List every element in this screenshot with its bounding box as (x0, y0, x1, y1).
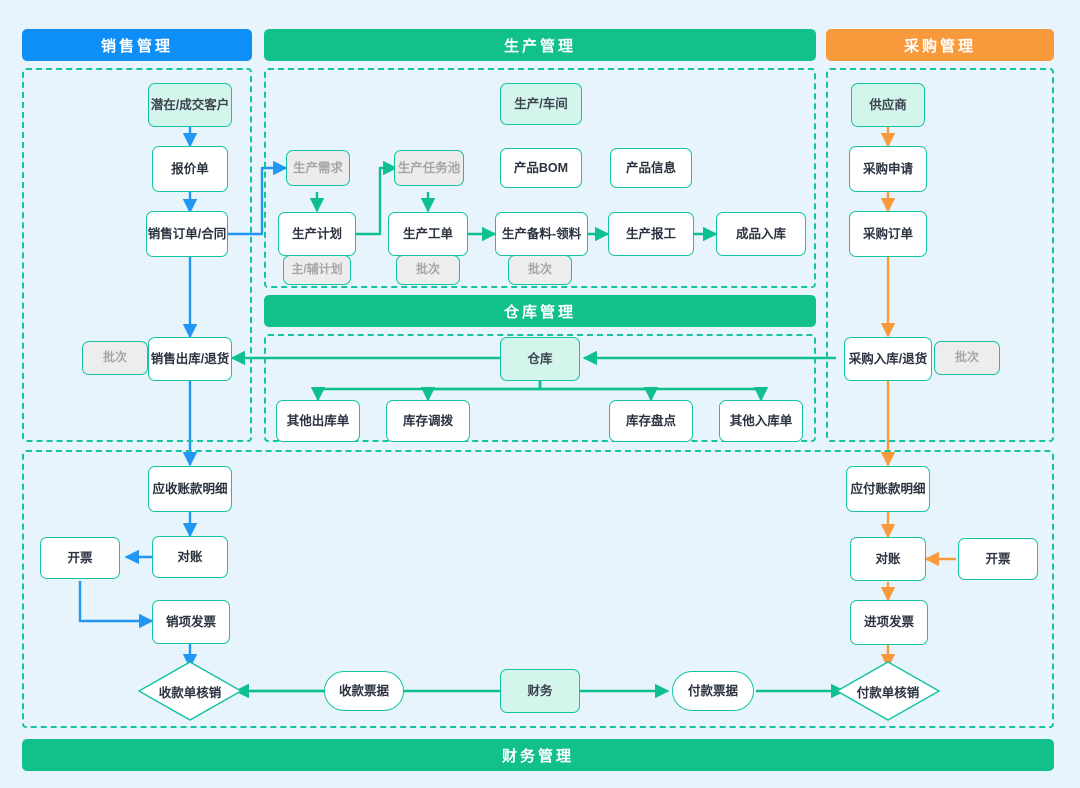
node-purchase-inbound[interactable]: 采购入库/退货 (844, 337, 932, 381)
node-production-workshop[interactable]: 生产/车间 (500, 83, 582, 125)
zone-purchasing (826, 68, 1054, 442)
node-finance-center[interactable]: 财务 (500, 669, 580, 713)
node-production-picking[interactable]: 生产备料-领料 (495, 212, 588, 256)
node-production-reporting[interactable]: 生产报工 (608, 212, 694, 256)
node-payment-writeoff-label: 付款单核销 (856, 685, 920, 700)
node-purchase-requisition[interactable]: 采购申请 (849, 146, 927, 192)
tag-picking-batch: 批次 (508, 255, 572, 285)
node-input-invoice[interactable]: 进项发票 (850, 600, 928, 645)
node-production-work-order[interactable]: 生产工单 (388, 212, 468, 256)
node-receivable-invoicing[interactable]: 开票 (40, 537, 120, 579)
zone-finance (22, 450, 1054, 728)
zone-warehouse (264, 334, 816, 442)
node-warehouse-hub[interactable]: 仓库 (500, 337, 580, 381)
node-receivable-reconcile[interactable]: 对账 (152, 536, 228, 578)
band-sales: 销售管理 (22, 29, 252, 61)
node-payable-detail[interactable]: 应付账款明细 (846, 466, 930, 512)
node-sales-outbound[interactable]: 销售出库/退货 (148, 337, 232, 381)
node-receivable-detail[interactable]: 应收账款明细 (148, 466, 232, 512)
node-stock-transfer[interactable]: 库存调拨 (386, 400, 470, 442)
node-production-task-pool[interactable]: 生产任务池 (394, 150, 464, 186)
tag-purchase-batch: 批次 (934, 341, 1000, 375)
node-production-demand[interactable]: 生产需求 (286, 150, 350, 186)
node-payment-writeoff[interactable]: 付款单核销 (835, 661, 941, 721)
node-purchase-order[interactable]: 采购订单 (849, 211, 927, 257)
node-output-invoice[interactable]: 销项发票 (152, 600, 230, 644)
tag-work-order-batch: 批次 (396, 255, 460, 285)
band-finance: 财务管理 (22, 739, 1054, 771)
tag-production-plan: 主/辅计划 (283, 255, 351, 285)
node-supplier[interactable]: 供应商 (851, 83, 925, 127)
node-payable-invoicing[interactable]: 开票 (958, 538, 1038, 580)
node-receipt-writeoff-label: 收款单核销 (158, 685, 222, 700)
node-other-outbound[interactable]: 其他出库单 (276, 400, 360, 442)
node-sales-order[interactable]: 销售订单/合同 (146, 211, 228, 257)
node-potential-customer[interactable]: 潜在/成交客户 (148, 83, 232, 127)
band-purchasing: 采购管理 (826, 29, 1054, 61)
band-warehouse: 仓库管理 (264, 295, 816, 327)
zone-sales (22, 68, 252, 442)
node-finished-goods-inbound[interactable]: 成品入库 (716, 212, 806, 256)
node-receipt-voucher[interactable]: 收款票据 (324, 671, 404, 711)
node-receipt-writeoff[interactable]: 收款单核销 (137, 661, 243, 721)
zone-production (264, 68, 816, 288)
node-other-inbound[interactable]: 其他入库单 (719, 400, 803, 442)
node-payment-voucher[interactable]: 付款票据 (672, 671, 754, 711)
band-production: 生产管理 (264, 29, 816, 61)
tag-sales-batch: 批次 (82, 341, 148, 375)
node-product-info[interactable]: 产品信息 (610, 148, 692, 188)
node-product-bom[interactable]: 产品BOM (500, 148, 582, 188)
node-quotation[interactable]: 报价单 (152, 146, 228, 192)
node-payable-reconcile[interactable]: 对账 (850, 537, 926, 581)
node-production-plan[interactable]: 生产计划 (278, 212, 356, 256)
node-stock-take[interactable]: 库存盘点 (609, 400, 693, 442)
